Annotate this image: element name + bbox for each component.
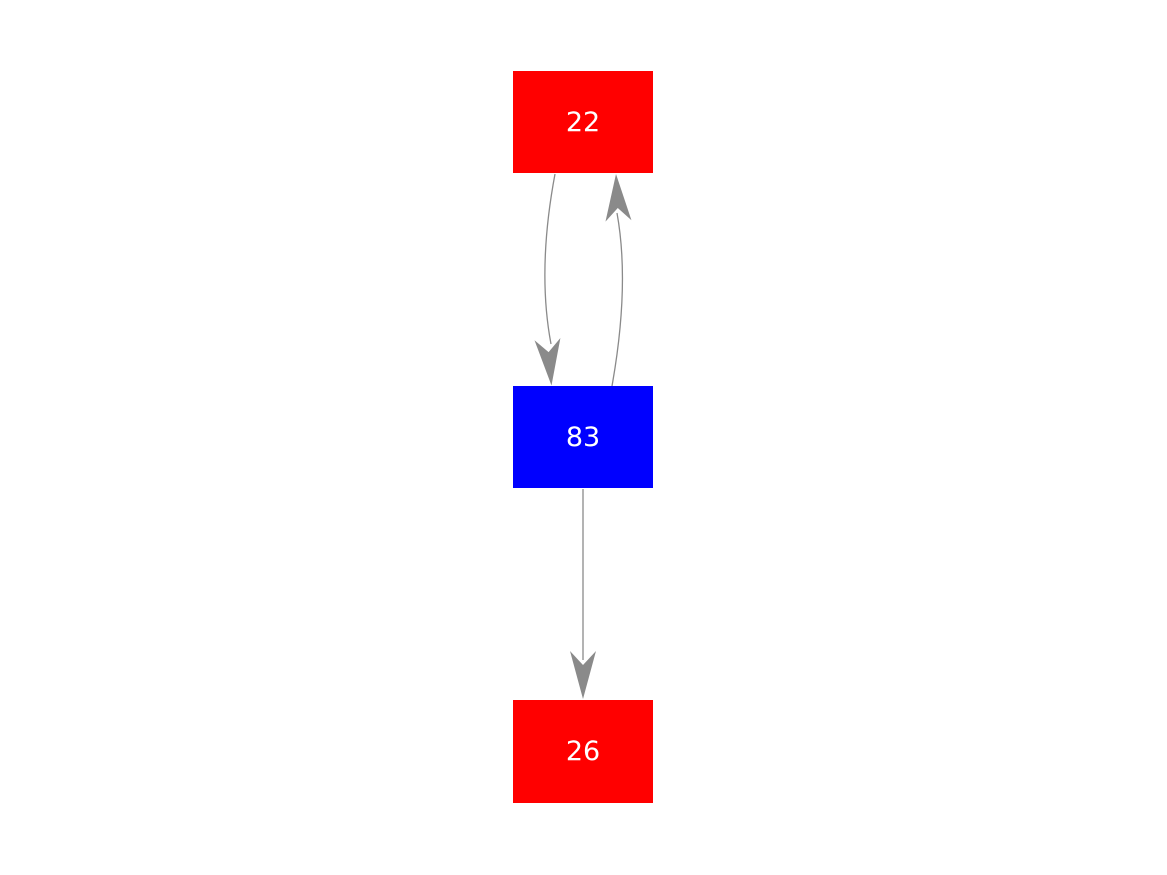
node-22-label: 22 xyxy=(565,106,601,138)
node-26: 26 xyxy=(513,700,653,803)
edge-22-to-83-line xyxy=(544,173,556,345)
edge-22-to-83 xyxy=(534,173,561,386)
edge-83-to-22-line xyxy=(611,212,624,387)
node-83-label: 83 xyxy=(565,421,601,453)
node-22: 22 xyxy=(513,71,653,173)
edge-83-to-26-arrowhead-icon xyxy=(570,651,596,699)
edge-22-to-83-arrowhead-icon xyxy=(534,338,561,386)
edge-83-to-26 xyxy=(570,489,596,699)
edge-83-to-22 xyxy=(605,174,632,387)
node-83: 83 xyxy=(513,386,653,488)
edge-83-to-22-arrowhead-icon xyxy=(605,174,632,222)
node-26-label: 26 xyxy=(565,736,601,767)
